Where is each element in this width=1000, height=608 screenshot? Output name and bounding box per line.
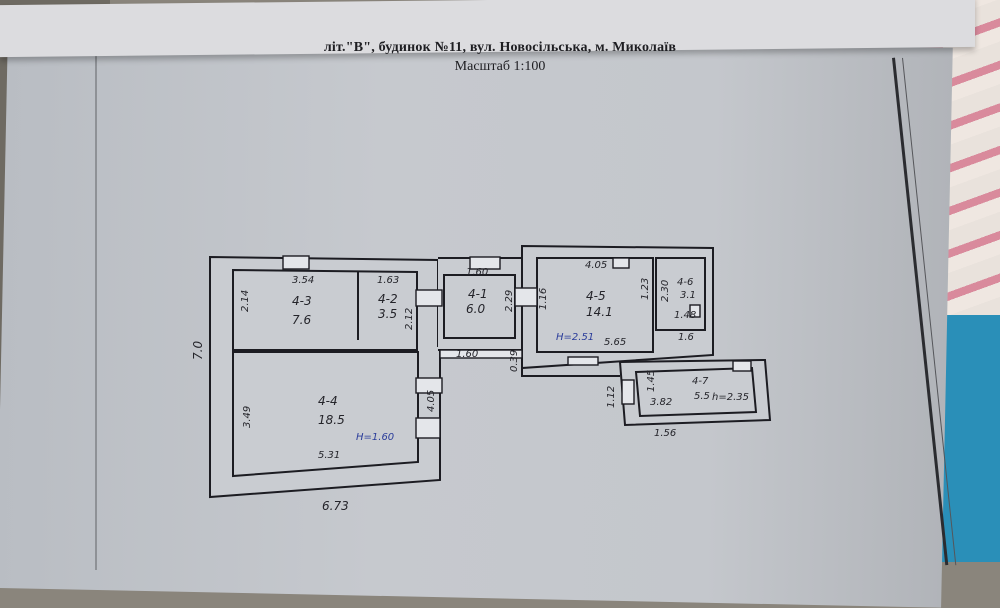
scale-label: Масштаб 1:100 [454, 59, 546, 74]
dim-41-side: 2.29 [504, 290, 515, 312]
dim-45-right: 1.23 [640, 278, 651, 300]
room-47-height: h=2.35 [712, 392, 749, 403]
dim-47-inner: 3.82 [650, 397, 672, 408]
dim-corridor-gap: 0.39 [509, 350, 520, 372]
room-42-number: 4-2 [378, 292, 398, 306]
window-44-bottom [439, 349, 523, 359]
room-44-height: H=1.60 [356, 432, 394, 443]
inner-wall-43-42 [232, 268, 418, 351]
room-46-number: 4-6 [677, 277, 693, 288]
dim-44-bottom: 5.31 [318, 450, 340, 461]
room-44-number: 4-4 [318, 394, 338, 408]
dim-43-top: 3.54 [292, 275, 314, 286]
dim-42-side: 2.12 [404, 308, 415, 330]
floor-plan: 3.54 2.14 4-3 7.6 1.63 2.12 4-2 3.5 1.60… [191, 244, 772, 513]
dim-47-bottom: 1.56 [654, 428, 676, 439]
door-45-47 [567, 356, 599, 366]
room-45-area: 14.1 [586, 305, 613, 319]
room-43-area: 7.6 [292, 313, 311, 327]
stove-47 [732, 360, 752, 372]
room-43-number: 4-3 [292, 294, 312, 308]
room-42-area: 3.5 [378, 307, 397, 321]
room-45-height: H=2.51 [556, 332, 594, 343]
room-46-area: 3.1 [680, 290, 696, 301]
dim-44-right: 4.05 [426, 390, 437, 412]
dim-41-bottom: 1.60 [456, 349, 478, 360]
dim-41-top: 1.60 [466, 267, 488, 278]
door-44-hall [415, 377, 443, 394]
door-42-41 [415, 289, 443, 307]
stove-45 [612, 257, 630, 269]
dim-44-side: 3.49 [242, 406, 253, 428]
door-41-45 [514, 287, 538, 307]
window-top-43 [282, 255, 310, 270]
inner-wall-46 [655, 257, 706, 331]
document-title: літ."В", будинок №11, вул. Новосільська,… [323, 40, 677, 55]
outer-wall-45 [521, 244, 714, 370]
room-45-number: 4-5 [586, 289, 606, 303]
dim-47-left: 1.12 [606, 386, 617, 408]
dim-45-left: 1.16 [538, 288, 549, 310]
inner-wall-47 [634, 366, 758, 418]
dim-overall-width: 7.0 [191, 341, 205, 360]
fixture-46 [689, 304, 701, 318]
dim-45-top: 4.05 [585, 260, 607, 271]
door-44-left [415, 417, 441, 439]
room-44-area: 18.5 [318, 413, 345, 427]
room-47-area: 5.5 [694, 391, 710, 402]
dim-overall-length: 6.73 [322, 499, 349, 513]
dim-42-top: 1.63 [377, 275, 399, 286]
dim-46-inner: 1.48 [674, 310, 696, 321]
document-header: літ."В", будинок №11, вул. Новосільська,… [0, 40, 1000, 75]
dim-46-bottom: 1.6 [678, 332, 694, 343]
frame-line-left [95, 40, 97, 570]
window-47-left [621, 379, 635, 405]
room-41-number: 4-1 [468, 287, 488, 301]
dim-46-side: 2.30 [660, 280, 671, 302]
room-41-area: 6.0 [466, 302, 485, 316]
corridor-wall [521, 368, 620, 377]
dim-43-side: 2.14 [240, 290, 251, 312]
window-top-41 [469, 256, 501, 270]
inner-wall-44 [232, 351, 419, 478]
inner-wall-41 [443, 274, 516, 339]
room-47-number: 4-7 [692, 376, 709, 387]
dim-47-side: 1.45 [646, 370, 657, 392]
dim-45-bottom: 5.65 [604, 337, 626, 348]
